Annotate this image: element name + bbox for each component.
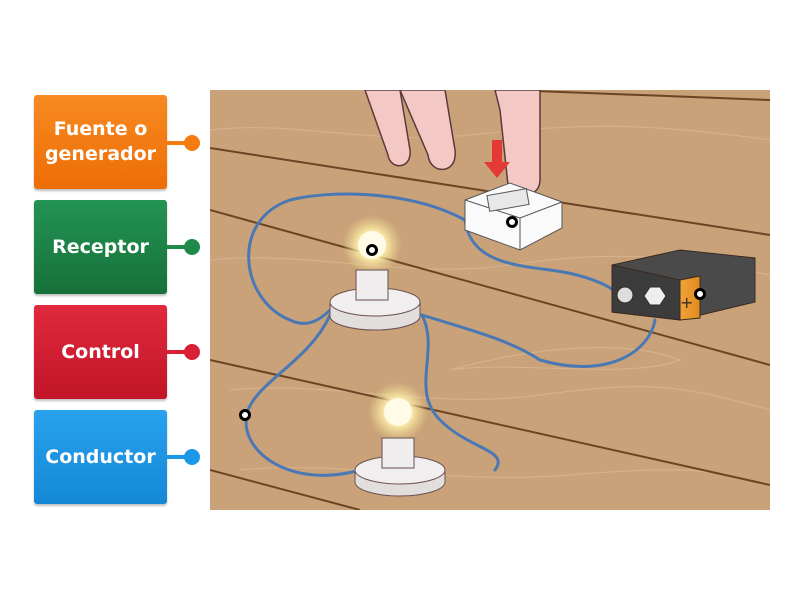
pin-dot [184, 239, 200, 255]
label-receptor[interactable]: Receptor [34, 200, 167, 294]
drop-target-bulb[interactable] [366, 244, 378, 256]
label-conductor[interactable]: Conductor [34, 410, 167, 504]
drop-target-battery[interactable] [694, 288, 706, 300]
label-text: Control [61, 340, 140, 363]
label-control[interactable]: Control [34, 305, 167, 399]
drop-target-wire[interactable] [239, 409, 251, 421]
label-text: Fuente o generador [44, 118, 157, 165]
connector-line [167, 350, 189, 354]
label-text: Receptor [52, 235, 149, 258]
connector-line [167, 245, 189, 249]
label-fuente-o-generador[interactable]: Fuente o generador [34, 95, 167, 189]
svg-text:+: + [680, 293, 693, 312]
pin-dot [184, 449, 200, 465]
circuit-illustration: + [210, 90, 770, 510]
label-text: Conductor [45, 445, 156, 468]
pin-dot [184, 135, 200, 151]
connector-line [167, 455, 189, 459]
connector-line [167, 141, 189, 145]
pin-dot [184, 344, 200, 360]
drop-target-switch[interactable] [506, 216, 518, 228]
